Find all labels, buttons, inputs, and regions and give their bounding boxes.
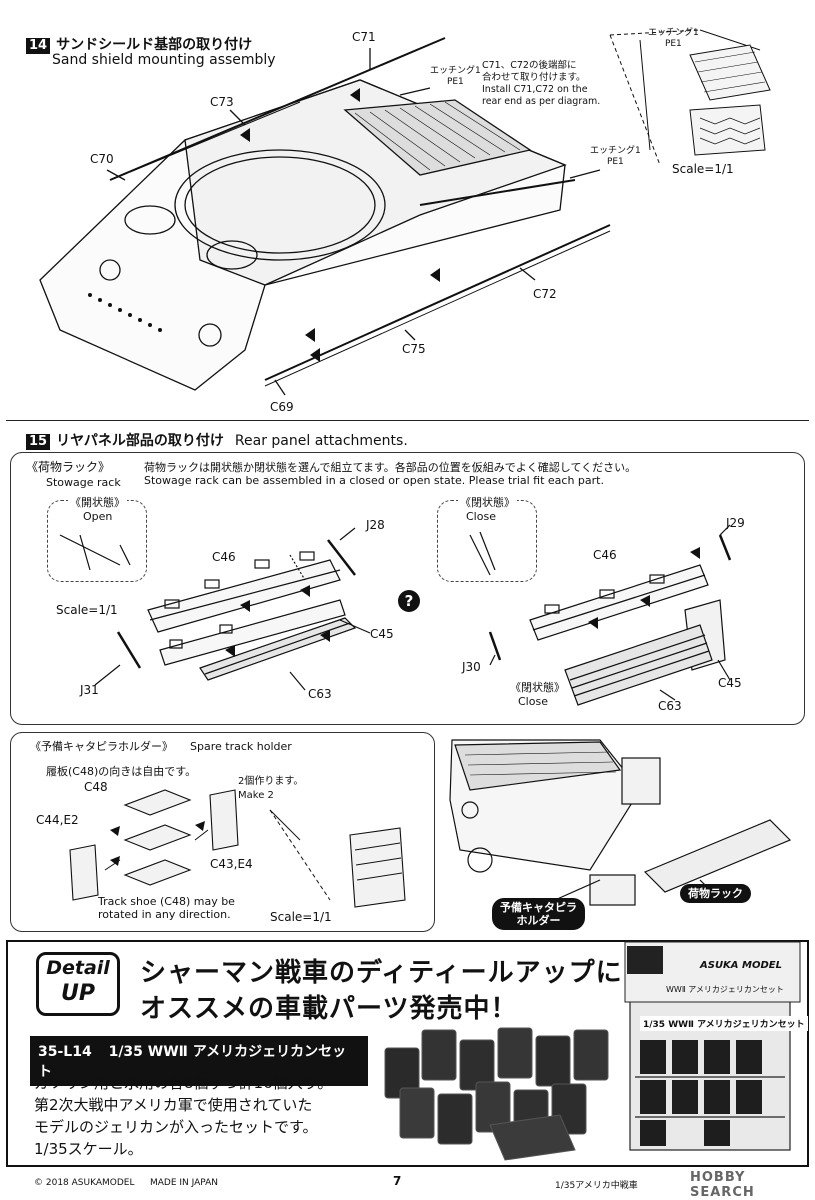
part-c45a: C45 [370, 627, 394, 641]
step14-number: 14 [26, 38, 51, 54]
part-c72: C72 [533, 287, 557, 301]
package-title: 1/35 WWⅡ アメリカジェリカンセット [640, 1016, 808, 1031]
part-c44-e2: C44,E2 [36, 813, 79, 827]
step14-install-note: C71、C72の後端部に 合わせて取り付けます。 Install C71,C72… [482, 60, 601, 107]
section-divider [6, 420, 809, 421]
part-c71: C71 [352, 30, 376, 44]
open-label-jp: 《開状態》 [68, 496, 127, 509]
pe-label-b: エッチング1 PE1 [590, 146, 641, 167]
product-code: 35-L14 [38, 1044, 92, 1060]
part-c73: C73 [210, 95, 234, 109]
part-j28: J28 [366, 518, 385, 532]
part-c70: C70 [90, 152, 114, 166]
product-description: ガソリン用と水用の各8個ずつ計16個入り。 第2次大戦中アメリカ軍で使用されてい… [34, 1074, 333, 1158]
footer-made-in: MADE IN JAPAN [150, 1178, 219, 1188]
track-note-en: Track shoe (C48) may be rotated in any d… [98, 895, 235, 921]
close2-label-en: Close [518, 695, 548, 708]
product-name: 1/35 WWⅡ アメリカジェリカンセット [38, 1044, 347, 1080]
jerrican-photo [384, 941, 801, 1161]
step14-title-jp: サンドシールド基部の取り付け [56, 37, 253, 53]
product-bar: 35-L14 1/35 WWⅡ アメリカジェリカンセット [30, 1036, 368, 1086]
stowage-desc-jp: 荷物ラックは開状態か閉状態を選んで組立てます。各部品の位置を仮組みでよく確認して… [144, 461, 637, 474]
trial-fit-icon: ? [398, 590, 420, 612]
close2-label-jp: 《閉状態》 [510, 681, 565, 694]
open-label-en: Open [83, 510, 113, 523]
make2-en: Make 2 [238, 790, 274, 801]
stowage-rack-box [10, 452, 805, 725]
part-j29: J29 [726, 516, 745, 530]
footer-page-number: 7 [393, 1174, 402, 1188]
step15-title-jp: リヤパネル部品の取り付け [56, 433, 224, 449]
close-label-en: Close [466, 510, 496, 523]
stowage-heading-jp: 《荷物ラック》 [26, 460, 111, 474]
part-c48: C48 [84, 780, 108, 794]
part-c46a: C46 [212, 550, 236, 564]
part-j30: J30 [462, 660, 481, 674]
stowage-rack-drawings [59, 524, 732, 706]
track-heading-jp: 《予備キャタピラホルダー》 [30, 740, 173, 753]
step15-title-en: Rear panel attachments. [234, 433, 408, 449]
part-c45b: C45 [718, 676, 742, 690]
pe-label-c: エッチング1 PE1 [648, 28, 699, 49]
track-scale: Scale=1/1 [270, 910, 332, 924]
part-c63a: C63 [308, 687, 332, 701]
stowage-heading-en: Stowage rack [46, 476, 121, 489]
callout-track-holder: 予備キャタピラ ホルダー [492, 898, 585, 930]
make2-jp: 2個作ります。 [238, 776, 304, 787]
part-c46b: C46 [593, 548, 617, 562]
hull-drawing-step14 [39, 29, 771, 396]
stowage-scale: Scale=1/1 [56, 603, 118, 617]
step15-header: 15 リヤパネル部品の取り付け Rear panel attachments. [26, 430, 408, 450]
brand-logo: ASUKA MODEL [700, 960, 782, 971]
callout-stowage-rack: 荷物ラック [680, 884, 751, 903]
step14-title-en: Sand shield mounting assembly [52, 52, 276, 68]
footer-watermark: HOBBY SEARCH [690, 1170, 755, 1200]
badge-line2: UP [61, 981, 95, 1006]
ad-frame [6, 940, 809, 1167]
part-c75: C75 [402, 342, 426, 356]
pe-label-a: エッチング1 PE1 [430, 66, 481, 87]
detail-up-badge: Detail UP [36, 952, 120, 1016]
badge-line1: Detail [46, 957, 110, 979]
close-label-jp: 《閉状態》 [458, 496, 517, 509]
step14-scale: Scale=1/1 [672, 162, 734, 176]
part-j31: J31 [80, 683, 99, 697]
package-label: WWⅡ アメリカジェリカンセット [666, 985, 784, 994]
track-heading-en: Spare track holder [190, 740, 292, 753]
track-note-jp: 履板(C48)の向きは自由です。 [46, 765, 197, 778]
part-c43-e4: C43,E4 [210, 857, 253, 871]
ad-headline-2: オススメの車載パーツ発売中！ [140, 994, 518, 1024]
footer-model-title: 1/35アメリカ中戦車 [555, 1181, 638, 1191]
part-c63b: C63 [658, 699, 682, 713]
spare-track-drawings [69, 739, 792, 908]
step15-number: 15 [26, 434, 51, 450]
step14-header: 14 サンドシールド基部の取り付け [26, 34, 252, 54]
stowage-desc-en: Stowage rack can be assembled in a close… [144, 474, 604, 487]
spare-track-holder-box [10, 732, 435, 932]
ad-headline-1: シャーマン戦車のディティールアップに [140, 958, 623, 988]
part-c69: C69 [270, 400, 294, 414]
footer-copyright: © 2018 ASUKAMODEL [34, 1178, 135, 1188]
